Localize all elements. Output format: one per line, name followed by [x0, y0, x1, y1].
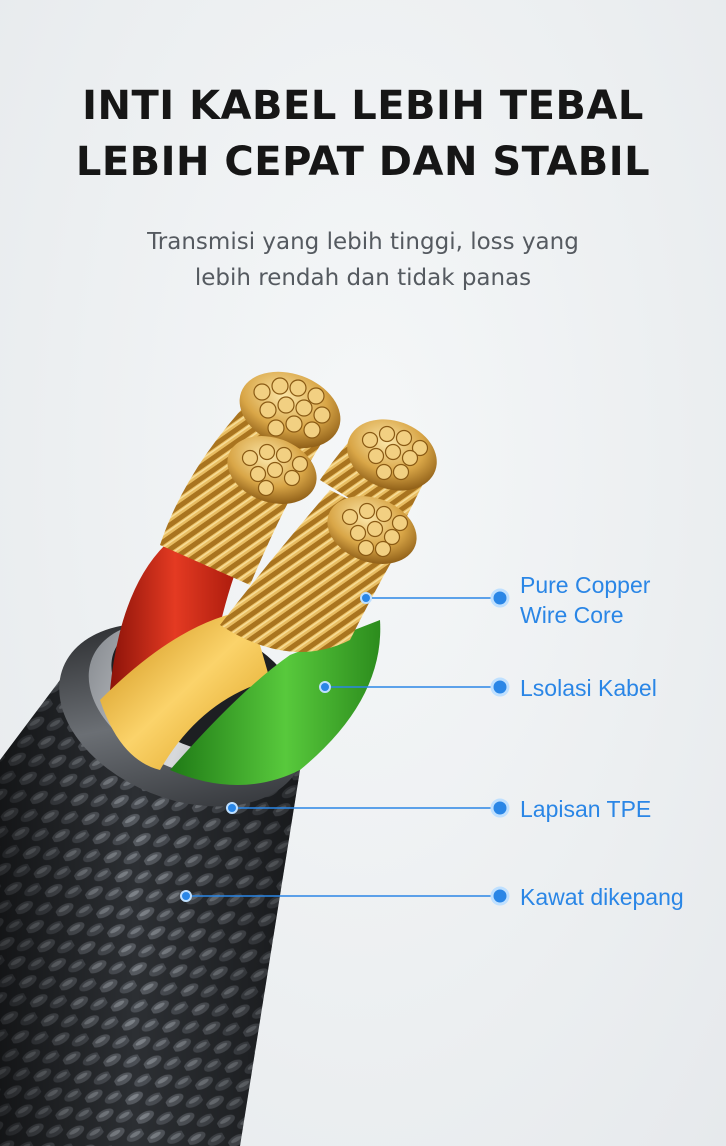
- callout-braided-wire: Kawat dikepang: [520, 882, 684, 912]
- headline: INTI KABEL LEBIH TEBAL LEBIH CEPAT DAN S…: [0, 78, 726, 190]
- callout-tpe-layer-line-1: Lapisan TPE: [520, 796, 652, 822]
- callout-copper-core: Pure Copper Wire Core: [520, 570, 650, 630]
- callout-copper-core-line-2: Wire Core: [520, 602, 624, 628]
- callout-insulation-line-1: Lsolasi Kabel: [520, 675, 657, 701]
- callout-dot-icons: [180, 588, 510, 906]
- subheadline: Transmisi yang lebih tinggi, loss yang l…: [0, 224, 726, 296]
- subheadline-line-2: lebih rendah dan tidak panas: [194, 265, 532, 291]
- callout-tpe-layer: Lapisan TPE: [520, 794, 651, 824]
- headline-line-2: LEBIH CEPAT DAN STABIL: [75, 139, 651, 185]
- subheadline-line-1: Transmisi yang lebih tinggi, loss yang: [147, 229, 579, 255]
- callout-braided-wire-line-1: Kawat dikepang: [520, 884, 684, 910]
- headline-line-1: INTI KABEL LEBIH TEBAL: [82, 83, 644, 129]
- callout-insulation: Lsolasi Kabel: [520, 673, 657, 703]
- callout-copper-core-line-1: Pure Copper: [520, 572, 651, 598]
